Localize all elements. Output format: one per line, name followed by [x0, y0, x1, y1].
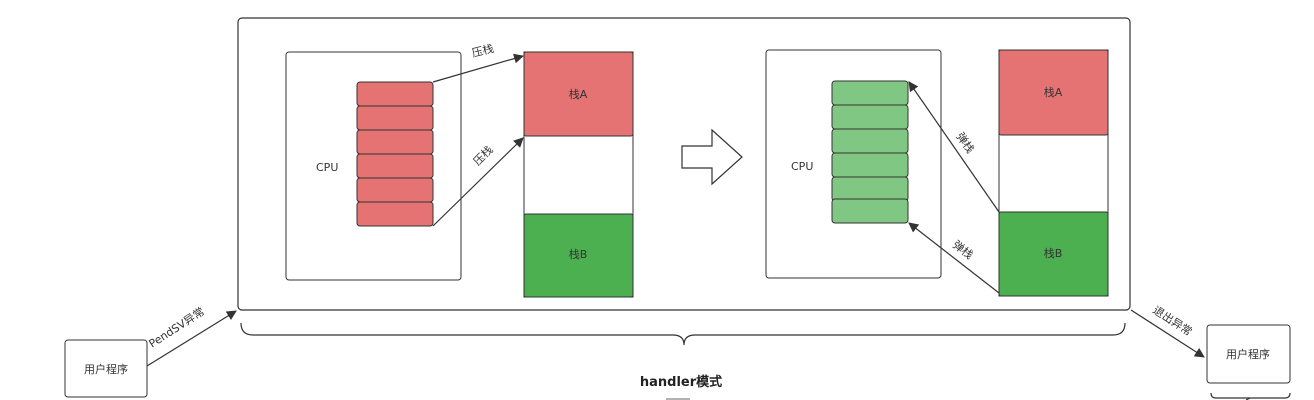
- right-panel: CPU 栈A 栈B 弹栈 弹栈: [765, 49, 1109, 297]
- handler-mode-caption: handler模式: [640, 374, 722, 390]
- push-label-top: 压栈: [470, 41, 495, 60]
- push-arrow-bottom: [432, 137, 524, 227]
- cpu-registers-left: [356, 81, 434, 227]
- cpu-registers-right: [831, 80, 909, 224]
- stack-column-right: 栈A 栈B: [998, 49, 1109, 297]
- cpu-label-left: CPU: [316, 161, 338, 174]
- stack-a-right: [998, 49, 1109, 136]
- user-program-box-left: [64, 339, 148, 398]
- pop-arrow-bottom: [908, 222, 1000, 294]
- partial-brace-right: [1210, 392, 1291, 399]
- enter-exception-arrow: [146, 310, 237, 367]
- register-cell: [831, 176, 909, 202]
- stack-b-right: [998, 211, 1109, 297]
- register-cell: [356, 153, 434, 179]
- stack-a-left: [523, 51, 634, 137]
- user-program-label-left: 用户程序: [84, 362, 128, 376]
- exit-exception-arrow: [1130, 309, 1205, 358]
- handler-mode-brace: [240, 322, 1126, 346]
- register-cell: [831, 104, 909, 130]
- pop-arrow-top: [908, 81, 1000, 213]
- stack-column-left: 栈A 栈B: [523, 51, 634, 298]
- user-program-label-right: 用户程序: [1226, 347, 1270, 361]
- enter-exception-label: PendSV异常: [147, 305, 207, 350]
- register-cell: [356, 81, 434, 107]
- stack-b-label-left: 栈B: [569, 247, 588, 261]
- register-cell: [356, 129, 434, 155]
- register-cell: [831, 152, 909, 178]
- register-cell: [356, 105, 434, 131]
- stack-b-label-right: 栈B: [1044, 246, 1063, 260]
- exit-exception-label: 退出异常: [1150, 303, 1195, 339]
- stack-a-label-right: 栈A: [1044, 85, 1063, 99]
- user-program-box-right: [1206, 324, 1291, 384]
- register-cell: [831, 80, 909, 106]
- register-cell: [831, 198, 909, 224]
- register-cell: [356, 201, 434, 227]
- left-panel: CPU 栈A 栈B 压栈 压栈: [285, 41, 634, 298]
- transition-arrow-icon: [681, 128, 743, 186]
- register-cell: [831, 128, 909, 154]
- push-arrow-top: [432, 53, 524, 83]
- register-cell: [356, 177, 434, 203]
- cpu-label-right: CPU: [791, 160, 813, 173]
- stack-a-label-left: 栈A: [569, 87, 588, 101]
- stack-b-left: [523, 213, 634, 298]
